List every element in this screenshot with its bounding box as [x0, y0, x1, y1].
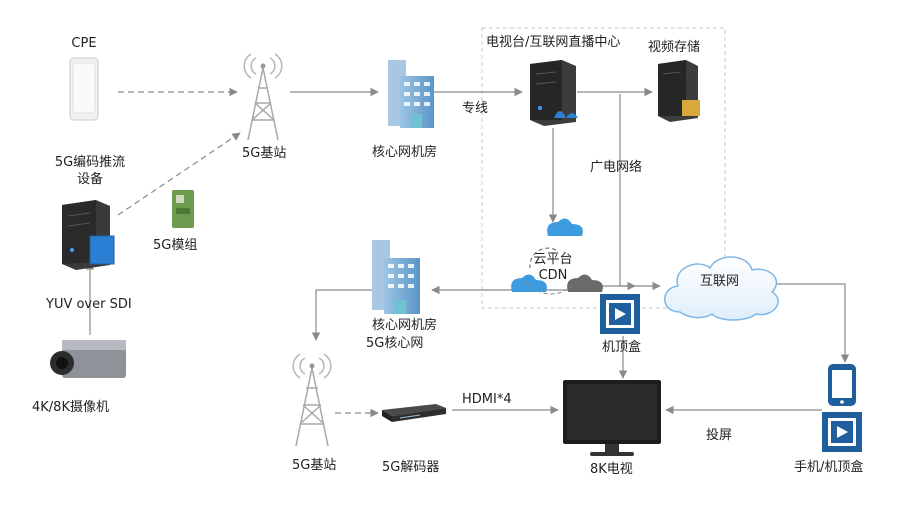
broadcast-center-label: 电视台/互联网直播中心: [486, 35, 621, 50]
stb-label: 机顶盒: [602, 340, 642, 355]
set-top-box-icon: [822, 412, 862, 452]
decoder-icon: [382, 404, 446, 422]
core-top-label: 核心网机房: [372, 145, 438, 160]
tv-label: 8K电视: [590, 462, 633, 477]
cpe-router-icon: [69, 57, 99, 121]
cloud-icon: [664, 256, 779, 321]
cast-label: 投屏: [706, 428, 733, 443]
phone-icon: [828, 364, 856, 406]
dedicated-line-label: 专线: [462, 101, 489, 116]
hdmi-label: HDMI*4: [462, 392, 512, 407]
internet-label: 互联网: [700, 274, 740, 289]
server-icon: [530, 60, 578, 126]
building-icon: [388, 60, 434, 128]
core-bottom-label-line2: 5G核心网: [366, 336, 424, 351]
broadcast-network-label: 广电网络: [590, 160, 643, 175]
video-storage-label: 视频存储: [648, 40, 701, 55]
link-encoder-bs: [117, 132, 241, 216]
connections: [85, 87, 850, 418]
phone-stb-label: 手机/机顶盒: [794, 460, 864, 475]
camera-label: 4K/8K摄像机: [32, 400, 109, 415]
link-core2-bs: [311, 289, 372, 341]
cloud-icon: [567, 274, 603, 292]
cloud-platform-cluster: [511, 218, 603, 295]
decoder-label: 5G解码器: [382, 460, 440, 475]
encoder-label-line1: 5G编码推流: [54, 155, 126, 170]
cpe-label: CPE: [71, 36, 97, 51]
tv-monitor-icon: [563, 380, 661, 456]
cloud-platform-label-line2: CDN: [538, 268, 568, 283]
cell-tower-icon: [243, 53, 283, 141]
encoder-label-line2: 设备: [76, 172, 103, 187]
5g-module-icon: [172, 190, 194, 228]
yuv-label: YUV over SDI: [46, 297, 132, 312]
camera-icon: [50, 340, 126, 378]
core-bottom-label-line1: 核心网机房: [372, 318, 438, 333]
encoder-server-icon: [62, 200, 115, 270]
module-label: 5G模组: [153, 238, 198, 253]
building-icon: [372, 240, 420, 314]
cloud-icon: [511, 274, 547, 292]
set-top-box-icon: [600, 294, 640, 334]
link-internet-phone: [768, 283, 850, 363]
cloud-icon: [547, 218, 583, 236]
cell-tower-icon: [292, 353, 332, 447]
bs-top-label: 5G基站: [242, 146, 287, 161]
cloud-platform-label-line1: 云平台: [533, 252, 573, 267]
storage-server-icon: [658, 60, 700, 122]
link-broadcast-network: [619, 94, 636, 291]
bs-bottom-label: 5G基站: [292, 458, 337, 473]
